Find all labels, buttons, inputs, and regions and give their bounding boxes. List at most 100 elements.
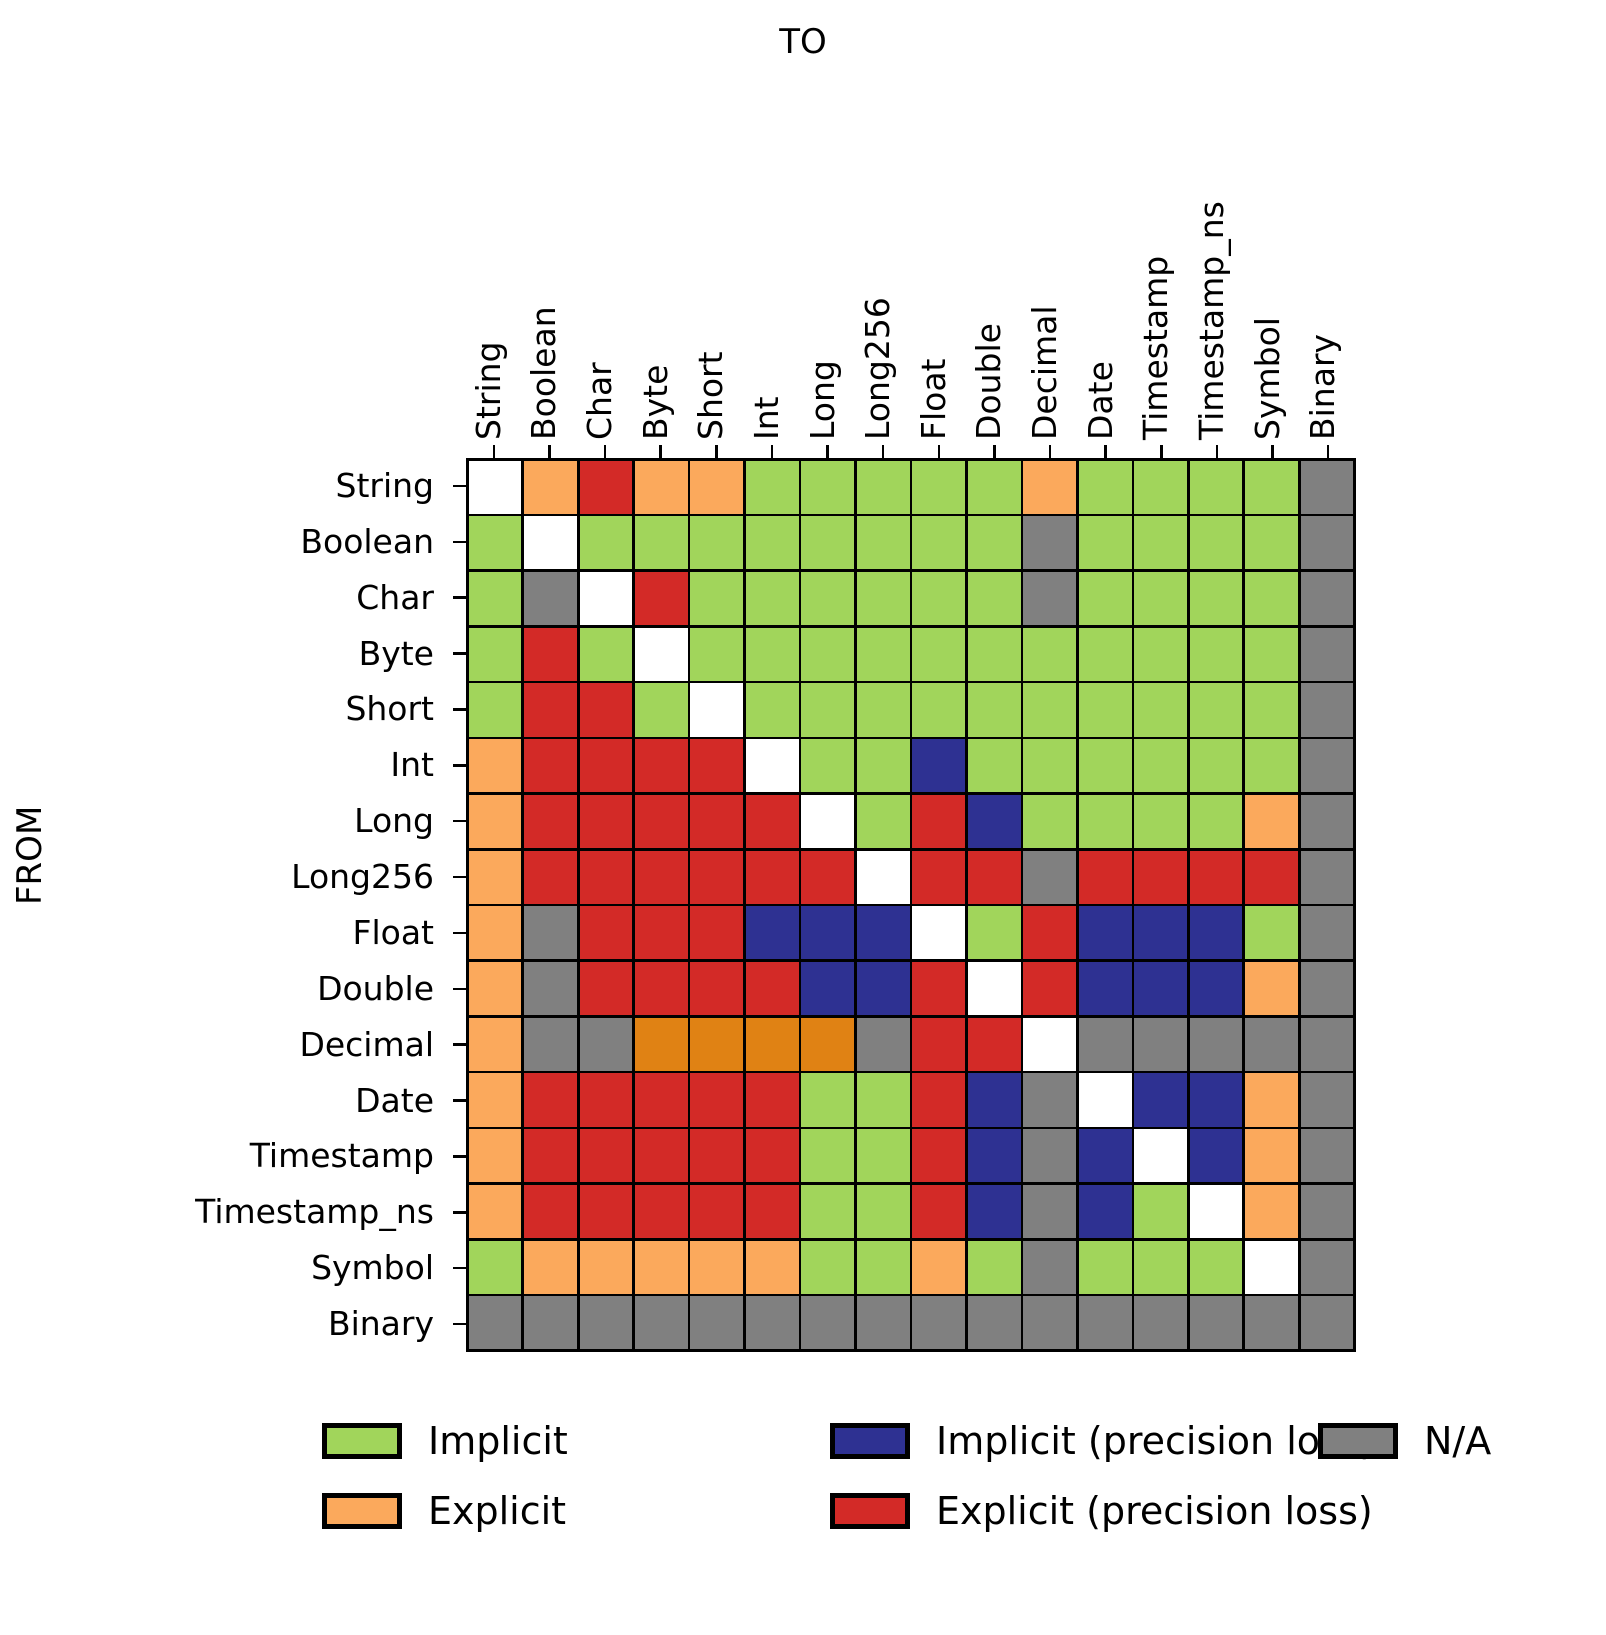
heatmap-cell [634,572,688,626]
heatmap-cell [1300,1240,1354,1294]
heatmap-cell [1245,850,1298,904]
heatmap-cell [524,1017,577,1071]
row-label-symbol: Symbol [311,1248,434,1288]
heatmap-cell [1078,516,1132,570]
heatmap-cell [1189,516,1243,570]
heatmap-cell [967,1240,1021,1294]
heatmap-cell [856,906,910,960]
heatmap-cell [856,460,910,514]
x-tick [715,445,718,458]
heatmap-cell [912,1240,966,1294]
heatmap-cell [524,1129,577,1183]
heatmap-cell [967,516,1021,570]
heatmap-cell [1300,1129,1354,1183]
heatmap-cell [856,1017,910,1071]
heatmap-cell [967,460,1021,514]
heatmap-cell [1245,1017,1298,1071]
heatmap-cell [1300,1296,1354,1350]
heatmap-cell [524,794,577,848]
row-label-byte: Byte [358,633,434,673]
heatmap-cell [1134,1017,1188,1071]
heatmap-cell [1134,627,1188,681]
heatmap-cell [1023,1240,1077,1294]
heatmap-cell [579,962,633,1016]
x-tick [1160,445,1163,458]
heatmap-cell [690,627,744,681]
heatmap-cell [1023,1017,1077,1071]
heatmap-cell [801,516,855,570]
heatmap-cell [1078,627,1132,681]
heatmap-cell [579,906,633,960]
heatmap-cell [524,962,577,1016]
heatmap-cell [1245,1073,1298,1127]
heatmap-cell [1078,794,1132,848]
heatmap-cell [967,627,1021,681]
column-label-symbol: Symbol [1247,317,1287,440]
heatmap-cell [1134,1296,1188,1350]
heatmap-cell [1023,1184,1077,1238]
heatmap-cell [801,1129,855,1183]
column-label-date: Date [1080,361,1120,440]
heatmap-cell [579,1017,633,1071]
y-tick [453,540,466,544]
y-tick [453,708,466,711]
column-label-double: Double [969,323,1009,440]
heatmap-cell [1078,1017,1132,1071]
heatmap-cell [524,1296,577,1350]
heatmap-cell [634,516,688,570]
heatmap-cell [1023,627,1077,681]
heatmap-cell [690,1240,744,1294]
heatmap-cell [745,1073,799,1127]
heatmap-cell [801,460,855,514]
heatmap-cell [856,739,910,793]
heatmap-cell [634,962,688,1016]
heatmap-cell [1189,739,1243,793]
heatmap-cell [1023,572,1077,626]
column-label-int: Int [746,396,786,440]
legend-swatch-explicit-precision-loss [830,1493,910,1529]
heatmap-cell [468,1129,522,1183]
heatmap-cell [801,683,855,737]
heatmap-cell [856,1296,910,1350]
heatmap-cell [1300,1184,1354,1238]
heatmap-cell [745,627,799,681]
heatmap-cell [1245,572,1298,626]
x-tick [548,445,551,458]
heatmap-cell [856,1184,910,1238]
heatmap-cell [1245,1129,1298,1183]
heatmap-cell [524,627,577,681]
heatmap-cell [967,962,1021,1016]
y-tick [453,875,466,879]
y-tick [453,1043,466,1046]
heatmap-cell [801,739,855,793]
y-tick [453,931,466,935]
heatmap-cell [634,739,688,793]
column-label-char: Char [580,362,620,440]
column-label-float: Float [913,358,953,440]
heatmap-cell [1134,572,1188,626]
heatmap-cell [1189,572,1243,626]
heatmap-cell [912,794,966,848]
heatmap-cell [801,1240,855,1294]
legend-label: Implicit [428,1419,568,1463]
heatmap-cell [468,1073,522,1127]
heatmap-cell [856,1073,910,1127]
heatmap-cell [690,962,744,1016]
heatmap-cell [634,1017,688,1071]
heatmap-cell [1134,683,1188,737]
heatmap-cell [1300,516,1354,570]
heatmap-cell [856,572,910,626]
row-label-boolean: Boolean [300,521,434,561]
legend-label: Implicit (precision loss) [936,1419,1375,1463]
heatmap-cell [967,1017,1021,1071]
legend-swatch-implicit-precision-loss [830,1423,910,1459]
heatmap-cell [1300,1073,1354,1127]
heatmap-cell [634,1296,688,1350]
row-label-char: Char [356,577,434,617]
heatmap-cell [579,572,633,626]
heatmap-cell [468,516,522,570]
heatmap-cell [468,1240,522,1294]
heatmap-cell [1245,460,1298,514]
heatmap-cell [1078,962,1132,1016]
